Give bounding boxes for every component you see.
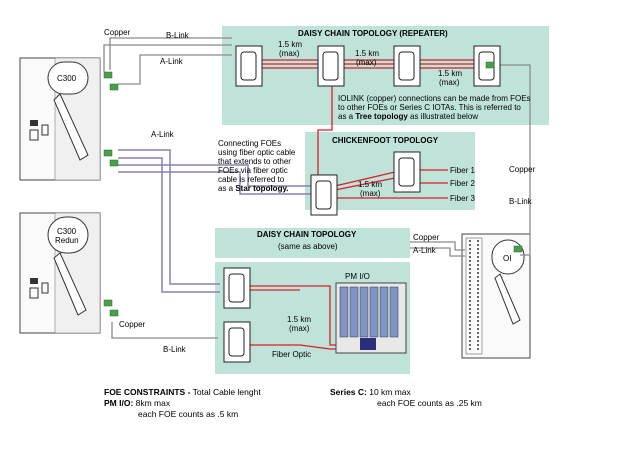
star-note: as a Star topology.	[218, 184, 289, 193]
oi-label: OI	[503, 254, 511, 263]
a-link-purple-lines	[118, 149, 312, 293]
a-link-label: A-Link	[151, 130, 175, 139]
b-link-label: B-Link	[509, 197, 533, 206]
distance-label: 1.5 km	[355, 49, 379, 58]
connector-markers	[103, 61, 523, 317]
fiber-label: Fiber 1	[450, 166, 475, 175]
daisy-chain-mid-panel	[215, 228, 410, 258]
c300-redun-label: C300	[57, 227, 77, 236]
series-c-constraint: Series C: 10 km max	[330, 387, 411, 397]
star-note: cable is referred to	[218, 175, 285, 184]
tree-note: IOLINK (copper) connections can be made …	[338, 94, 531, 103]
star-note: FOEs via fiber optic	[218, 166, 288, 175]
star-note: that extends to other	[218, 157, 291, 166]
daisy-chain-repeater-title: DAISY CHAIN TOPOLOGY (REPEATER)	[298, 29, 448, 38]
c300-top-cabinet	[19, 57, 101, 181]
distance-label: 1.5 km	[358, 180, 382, 189]
pm-io-title: PM I/O	[345, 272, 370, 281]
foe-unit	[317, 45, 345, 87]
foe-unit	[310, 174, 338, 216]
b-link-label: B-Link	[163, 345, 187, 354]
copper-label: Copper	[104, 28, 131, 37]
copper-links	[103, 37, 531, 339]
b-link-label: B-Link	[166, 31, 190, 40]
pm-io-constraint-note: each FOE counts as .5 km	[138, 409, 239, 419]
foe-unit	[393, 45, 421, 87]
daisy-chain-mid-title: DAISY CHAIN TOPOLOGY	[257, 230, 357, 239]
distance-label: (max)	[439, 78, 460, 87]
star-note: using fiber optic cable	[218, 148, 296, 157]
copper-label: Copper	[509, 165, 536, 174]
distance-label: (max)	[279, 49, 300, 58]
a-link-label: A-Link	[160, 57, 184, 66]
fiber-label: Fiber 2	[450, 179, 475, 188]
c300-redun-cabinet	[19, 212, 101, 334]
tree-note: as a Tree topology as illustrated below	[338, 112, 478, 121]
foe-unit	[223, 267, 251, 309]
foe-unit	[223, 321, 251, 363]
chickenfoot-title: CHICKENFOOT TOPOLOGY	[332, 136, 439, 145]
oi-cabinet	[461, 233, 531, 359]
copper-label: Copper	[119, 320, 146, 329]
daisy-chain-mid-subtitle: (same as above)	[278, 242, 338, 251]
fiber-optic-label: Fiber Optic	[272, 350, 311, 359]
copper-label: Copper	[413, 233, 440, 242]
pm-io-constraint: PM I/O: 8km max	[104, 398, 171, 408]
distance-label: 1.5 km	[438, 69, 462, 78]
distance-label: (max)	[289, 324, 310, 333]
a-link-label: A-Link	[413, 246, 437, 255]
pm-io-rack	[335, 282, 407, 354]
distance-label: (max)	[356, 58, 377, 67]
foe-unit	[235, 45, 263, 87]
distance-label: 1.5 km	[278, 40, 302, 49]
tree-note: to other FOEs or Series C IOTAs. This is…	[338, 103, 521, 112]
foe-unit	[393, 151, 421, 193]
series-c-constraint-note: each FOE counts as .25 km	[377, 398, 482, 408]
star-note: Connecting FOEs	[218, 139, 281, 148]
foe-constraints-title: FOE CONSTRAINTS - Total Cable lenght	[104, 387, 261, 397]
fiber-label: Fiber 3	[450, 194, 475, 203]
distance-label: 1.5 km	[287, 315, 311, 324]
c300-label: C300	[57, 74, 77, 83]
distance-label: (max)	[360, 189, 381, 198]
c300-redun-label: Redun	[55, 236, 79, 245]
